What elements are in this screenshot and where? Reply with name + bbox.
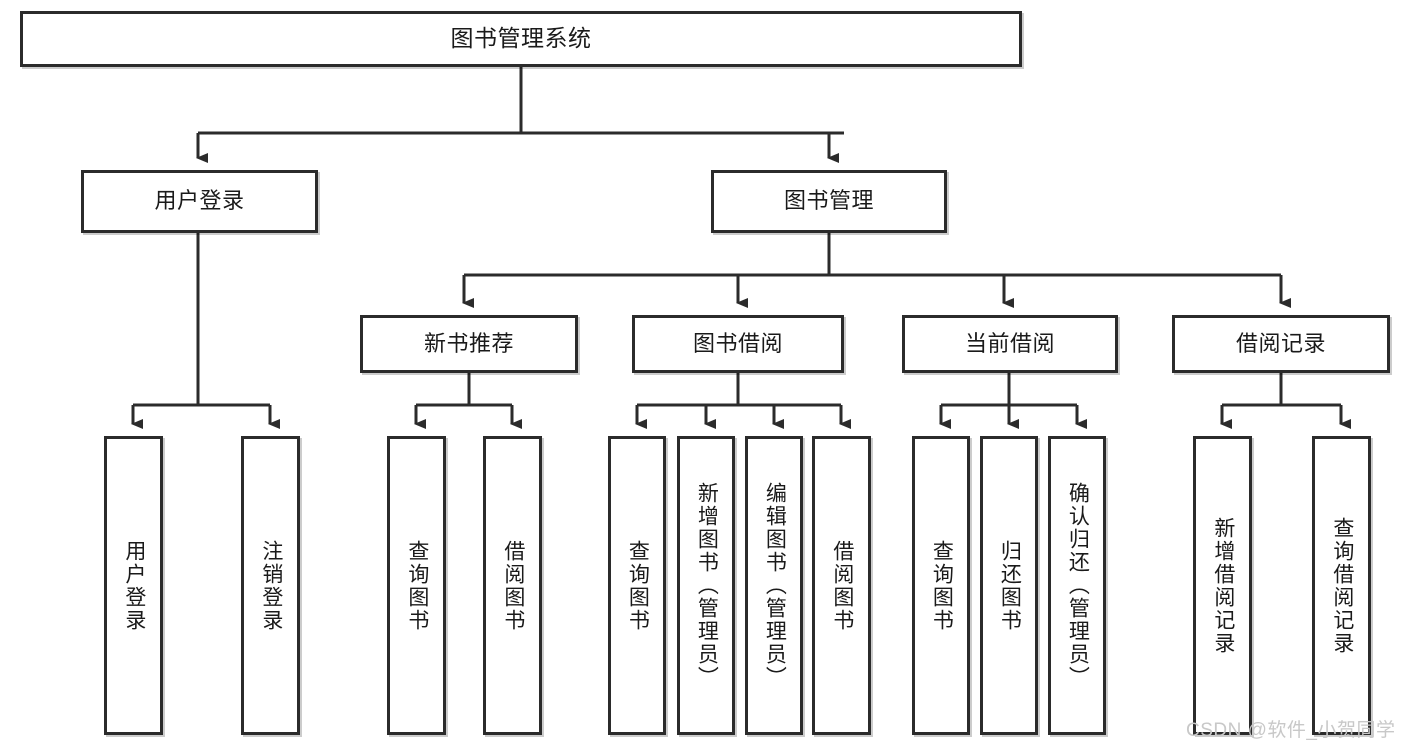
leaf-cb-confirm-return-admin[interactable]: 确认归还（管理员） [1048,436,1106,735]
node-label: 归还图书 [998,539,1022,632]
node-label: 借阅记录 [1235,330,1326,356]
node-label: 图书借阅 [692,330,783,356]
node-label: 图书管理系统 [450,25,592,52]
node-label: 新书推荐 [423,330,514,356]
node-label: 当前借阅 [964,330,1055,356]
leaf-bb-add-book-admin[interactable]: 新增图书（管理员） [677,436,735,735]
node-book-management[interactable]: 图书管理 [711,170,947,233]
node-label: 借阅图书 [501,539,525,632]
leaf-br-add-record[interactable]: 新增借阅记录 [1193,436,1252,735]
node-label: 用户登录 [154,188,245,214]
node-root-system[interactable]: 图书管理系统 [20,11,1022,67]
leaf-nb-query-book[interactable]: 查询图书 [387,436,446,735]
node-label: 用户登录 [122,539,146,632]
leaf-bb-query-book[interactable]: 查询图书 [608,436,666,735]
node-label: 编辑图书（管理员） [763,482,787,689]
leaf-nb-borrow-book[interactable]: 借阅图书 [483,436,542,735]
node-new-book-recommend[interactable]: 新书推荐 [360,315,578,373]
node-book-borrow[interactable]: 图书借阅 [632,315,844,373]
leaf-cb-return-book[interactable]: 归还图书 [980,436,1038,735]
leaf-bb-borrow-book[interactable]: 借阅图书 [812,436,871,735]
node-label: 借阅图书 [830,539,854,632]
node-label: 查询借阅记录 [1330,516,1354,655]
node-label: 查询图书 [405,539,429,632]
node-label: 确认归还（管理员） [1066,482,1090,689]
node-borrow-record[interactable]: 借阅记录 [1172,315,1390,373]
node-label: 查询图书 [626,539,650,632]
leaf-user-login[interactable]: 用户登录 [104,436,163,735]
node-label: 注销登录 [259,539,283,632]
watermark: CSDN @软件_小贺同学 [1186,720,1396,741]
node-label: 新增借阅记录 [1211,516,1235,655]
node-current-borrow[interactable]: 当前借阅 [902,315,1118,373]
node-label: 图书管理 [783,188,874,214]
leaf-logout[interactable]: 注销登录 [241,436,300,735]
node-user-login[interactable]: 用户登录 [81,170,318,233]
leaf-cb-query-book[interactable]: 查询图书 [912,436,970,735]
leaf-bb-edit-book-admin[interactable]: 编辑图书（管理员） [745,436,803,735]
leaf-br-query-record[interactable]: 查询借阅记录 [1312,436,1371,735]
node-label: 查询图书 [930,539,954,632]
node-label: 新增图书（管理员） [695,482,719,689]
